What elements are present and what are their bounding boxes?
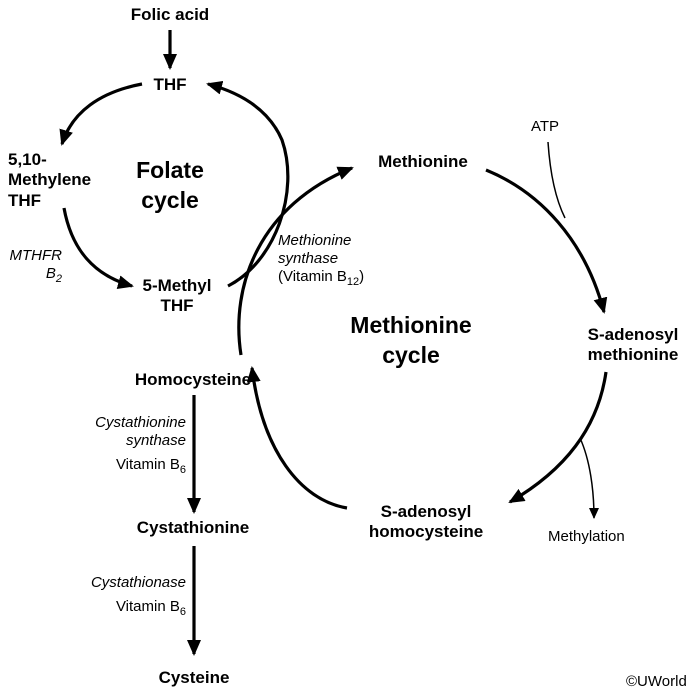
- enzyme-mthfr: MTHFR B2: [0, 247, 63, 286]
- enzyme-methionine-synthase: Methionine synthase (Vitamin B12): [278, 232, 364, 289]
- methylene-thf-line3: THF: [8, 190, 42, 210]
- folate-cycle-title-line2: cycle: [141, 186, 199, 213]
- sah-line2: homocysteine: [368, 522, 484, 542]
- arrow-methionine-to-sam: [485, 168, 608, 314]
- arrow-thf-to-methylene-thf: [59, 82, 143, 146]
- cofactor-vitamin-b6-second: Vitamin B6: [115, 598, 186, 618]
- sam-line2: methionine: [587, 345, 679, 365]
- credit-uworld: ©UWorld: [626, 673, 687, 690]
- input-atp: ATP: [530, 118, 560, 135]
- methionine-synthase-line2: synthase: [278, 250, 339, 267]
- methionine-synthase-line1: Methionine: [278, 232, 352, 249]
- cystathionine-synthase-line1: Cystathionine: [95, 414, 186, 431]
- cofactor-vitamin-b12: (Vitamin B12): [278, 268, 365, 288]
- node-cystathionine: Cystathionine: [136, 518, 250, 537]
- methylene-thf-line2: Methylene: [8, 170, 92, 190]
- methionine-cycle-title: Methionine cycle: [336, 311, 486, 371]
- cofactor-b2: B2: [45, 265, 62, 285]
- arrow-sah-to-homocysteine: [246, 366, 348, 510]
- node-thf: THF: [153, 75, 187, 94]
- node-cysteine: Cysteine: [158, 668, 230, 687]
- folate-cycle-title-line1: Folate: [136, 157, 204, 183]
- node-folic-acid: Folic acid: [130, 5, 210, 24]
- enzyme-cystathionase: Cystathionase Vitamin B6: [58, 574, 186, 619]
- atp-input-line: [547, 141, 566, 219]
- folate-cycle-title: Folate cycle: [115, 156, 225, 216]
- arrow-methylation-output: [579, 437, 599, 519]
- node-methylene-thf: 5,10- Methylene THF: [8, 150, 91, 211]
- methyl-thf-line2: THF: [160, 296, 194, 316]
- methylene-thf-line1: 5,10-: [8, 150, 47, 169]
- cystathionase-label: Cystathionase: [90, 574, 186, 591]
- cystathionine-synthase-line2: synthase: [125, 432, 186, 449]
- enzyme-cystathionine-synthase: Cystathionine synthase Vitamin B6: [58, 414, 186, 477]
- methyl-thf-line1: 5-Methyl: [142, 276, 212, 295]
- mthfr-label: MTHFR: [9, 247, 63, 264]
- node-5-methyl-thf: 5-Methyl THF: [122, 276, 232, 317]
- arrow-sam-to-sah: [508, 371, 608, 504]
- methionine-cycle-title-line1: Methionine: [350, 312, 472, 338]
- arrow-methyl-thf-to-thf: [206, 80, 290, 288]
- node-methionine: Methionine: [378, 152, 468, 171]
- sah-line1: S-adenosyl: [380, 502, 472, 521]
- node-s-adenosyl-methionine: S-adenosyl methionine: [568, 325, 698, 366]
- methionine-cycle-title-line2: cycle: [382, 341, 440, 368]
- sam-line1: S-adenosyl: [587, 325, 679, 344]
- arrow-methylene-to-methyl-thf: [62, 207, 134, 289]
- node-homocysteine: Homocysteine: [134, 370, 252, 389]
- arrow-homocysteine-to-methionine: [237, 166, 354, 356]
- output-methylation: Methylation: [548, 528, 625, 545]
- cofactor-vitamin-b6-first: Vitamin B6: [115, 456, 186, 476]
- node-s-adenosyl-homocysteine: S-adenosyl homocysteine: [346, 502, 506, 543]
